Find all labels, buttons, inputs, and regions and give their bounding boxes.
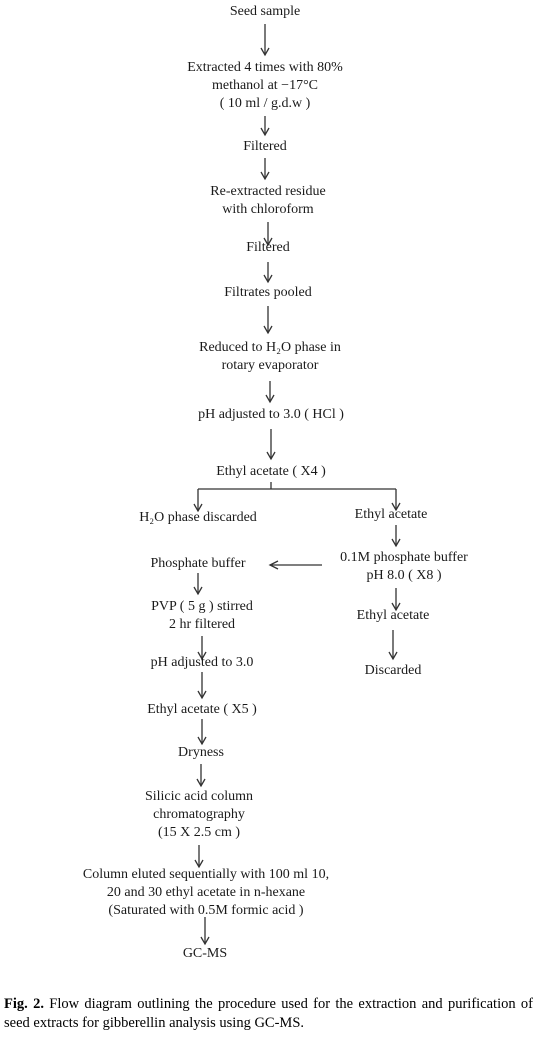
node-ethyl-acetate-x5: Ethyl acetate ( X5 )	[147, 701, 257, 719]
down-arrow-head	[260, 47, 270, 57]
node-text-line: rotary evaporator	[221, 358, 319, 373]
down-arrow-head	[266, 451, 276, 461]
node-filtered-1: Filtered	[243, 138, 287, 156]
node-text-line: Phosphate buffer	[150, 556, 246, 571]
node-column-eluted: Column eluted sequentially with 100 ml 1…	[83, 866, 329, 920]
node-h2o-discarded: H₂O phase discarded	[139, 509, 257, 527]
node-text-line: Re-extracted residue	[210, 184, 326, 199]
node-re-extracted: Re-extracted residue with chloroform	[210, 183, 325, 219]
node-text-line: with chloroform	[222, 202, 314, 217]
node-text-line: chromatography	[153, 807, 245, 822]
node-ethyl-acetate-right: Ethyl acetate	[355, 506, 428, 524]
node-ethyl-acetate-right-2: Ethyl acetate	[357, 607, 430, 625]
node-text-line: (15 X 2.5 cm )	[157, 825, 241, 840]
down-arrow-head	[196, 778, 206, 788]
down-arrow-head	[391, 538, 401, 548]
node-dryness: Dryness	[178, 744, 224, 762]
node-text-line: pH adjusted to 3.0	[150, 655, 254, 670]
node-text-line: Ethyl acetate	[354, 507, 428, 522]
node-text-line: Reduced to H₂O phase in	[199, 340, 341, 355]
down-arrow-head	[193, 503, 203, 513]
figure-caption: Fig. 2. Flow diagram outlining the proce…	[4, 995, 533, 1033]
node-filtered-2: Filtered	[246, 239, 290, 257]
node-text-line: GC-MS	[182, 946, 228, 961]
node-text-line: 20 and 30 ethyl acetate in n-hexane	[106, 885, 306, 900]
node-discarded: Discarded	[365, 662, 422, 680]
node-text-line: Dryness	[178, 745, 224, 760]
node-text-line: methanol at −17°C	[211, 78, 319, 93]
node-text-line: 0.1M phosphate buffer	[340, 550, 468, 565]
down-arrow-head	[260, 171, 270, 181]
down-arrow-head	[265, 394, 275, 404]
down-arrow-head	[263, 325, 273, 335]
node-text-line: pH adjusted to 3.0 ( HCl )	[198, 407, 344, 422]
down-arrow-head	[391, 502, 401, 512]
down-arrow-head	[263, 237, 273, 247]
down-arrow-head	[197, 690, 207, 700]
caption-text: Flow diagram outlining the procedure use…	[4, 996, 533, 1031]
node-silicic: Silicic acid column chromatography (15 X 2…	[145, 788, 253, 842]
node-text-line: Filtered	[246, 240, 290, 255]
down-arrow-head	[391, 602, 401, 612]
node-text-line: Filtrates pooled	[224, 285, 312, 300]
down-arrow-head	[260, 127, 270, 137]
node-phosphate-buffer-left: Phosphate buffer	[151, 555, 246, 573]
node-gcms: GC-MS	[183, 945, 227, 963]
node-filtrates-pooled: Filtrates pooled	[224, 284, 312, 302]
node-reduced: Reduced to H₂O phase in rotary evaporator	[199, 339, 341, 375]
node-text-line: Filtered	[243, 139, 287, 154]
node-ph-hcl: pH adjusted to 3.0 ( HCl )	[198, 406, 344, 424]
down-arrow-head	[194, 859, 204, 869]
node-text-line: Extracted 4 times with 80%	[187, 60, 343, 75]
node-text-line: 2 hr filtered	[168, 617, 236, 632]
caption-label: Fig. 2.	[4, 996, 44, 1012]
down-arrow-head	[197, 651, 207, 661]
node-text-line: Discarded	[364, 663, 422, 678]
node-text-line: Ethyl acetate ( X5 )	[147, 702, 257, 717]
node-text-line: Column eluted sequentially with 100 ml 1…	[82, 867, 330, 882]
node-text-line: (Saturated with 0.5M formic acid )	[108, 903, 304, 918]
node-seed-sample: Seed sample	[230, 3, 300, 21]
node-text-line: H₂O phase discarded	[139, 510, 257, 525]
node-text-line: Ethyl acetate ( X4 )	[216, 464, 326, 479]
down-arrow-head	[200, 936, 210, 946]
node-text-line: Silicic acid column	[144, 789, 254, 804]
down-arrow-head	[193, 586, 203, 596]
node-text-line: ( 10 ml / g.d.w )	[219, 96, 311, 111]
node-text-line: Ethyl acetate	[356, 608, 430, 623]
node-text-line: PVP ( 5 g ) stirred	[151, 599, 253, 614]
node-ph-30: pH adjusted to 3.0	[151, 654, 254, 672]
node-text-line: pH 8.0 ( X8 )	[366, 568, 442, 583]
node-text-line: Seed sample	[229, 4, 301, 19]
down-arrow-head	[263, 274, 273, 284]
node-ethyl-acetate-x4: Ethyl acetate ( X4 )	[216, 463, 326, 481]
node-extracted: Extracted 4 times with 80% methanol at −1…	[187, 59, 343, 113]
left-arrow-head	[268, 560, 279, 570]
node-phosphate-buffer-right: 0.1M phosphate buffer pH 8.0 ( X8 )	[340, 549, 468, 585]
node-pvp: PVP ( 5 g ) stirred 2 hr filtered	[151, 598, 253, 634]
down-arrow-head	[197, 736, 207, 746]
down-arrow-head	[388, 651, 398, 661]
